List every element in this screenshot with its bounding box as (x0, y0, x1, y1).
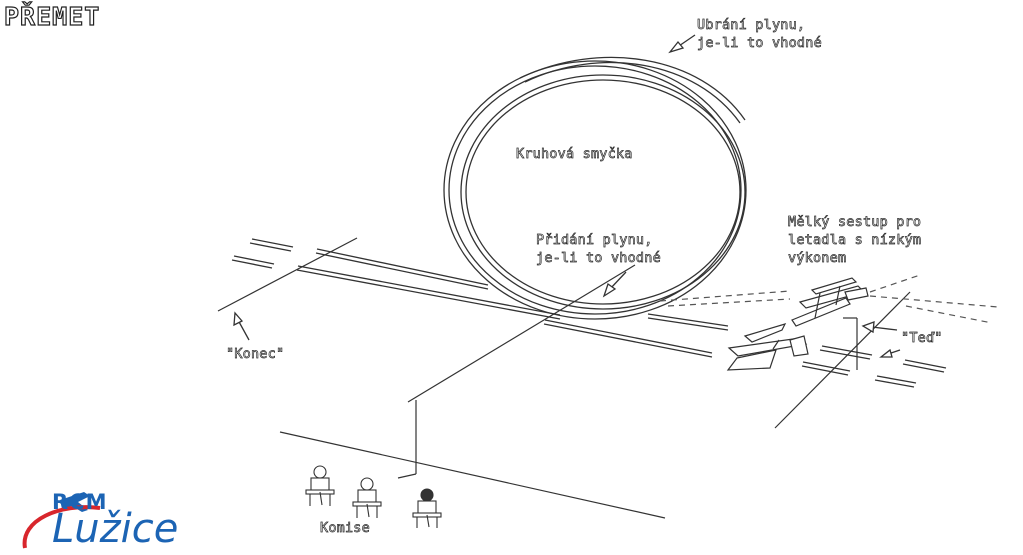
center-ground-line (407, 264, 636, 403)
flight-path (231, 238, 947, 388)
end-marker-line (217, 237, 358, 312)
label-shallow-descent-line2: letadla s nízkým (788, 232, 922, 249)
label-shallow-descent: Mělký sestup pro letadla s nízkým výkone… (788, 213, 922, 267)
arrow-add-throttle (602, 271, 627, 298)
loop-inner (460, 74, 746, 310)
descent-lines (659, 274, 999, 324)
loop-path (443, 56, 747, 320)
label-now: "Teď" (901, 330, 943, 347)
judge-1 (305, 465, 335, 506)
label-shallow-descent-line1: Mělký sestup pro (788, 214, 922, 231)
label-add-throttle-line1: Přidání plynu, (536, 232, 653, 249)
arrow-now-2 (879, 348, 901, 358)
label-add-throttle: Přidání plynu, je-li to vhodné (536, 231, 661, 267)
arrows (233, 34, 901, 358)
judge-2 (352, 477, 382, 518)
label-loop: Kruhová smyčka (516, 146, 633, 163)
ground-lines (217, 237, 911, 519)
loop-outer (443, 60, 747, 320)
arrow-now (861, 321, 898, 334)
label-reduce-throttle: Ubrání plynu, je-li to vhodné (697, 16, 822, 52)
diagram-title: PŘEMET (3, 1, 101, 31)
now-marker-line (774, 291, 911, 429)
logo-rcm: RCM (52, 490, 108, 514)
judges-ground-line (279, 431, 666, 519)
monoplane-icon (726, 323, 809, 371)
label-add-throttle-line2: je-li to vhodné (536, 250, 661, 267)
judge-3 (412, 488, 442, 528)
biplane-icon (791, 277, 869, 327)
label-end: "Konec" (226, 346, 285, 363)
label-shallow-descent-line3: výkonem (788, 250, 847, 267)
logo-luzice: Lužice (52, 506, 179, 552)
logo-swoosh (22, 505, 101, 549)
judges-icon (305, 465, 442, 528)
label-reduce-throttle-line1: Ubrání plynu, (697, 17, 806, 34)
label-judges: Komise (320, 520, 370, 537)
rcm-logo-graphic (22, 492, 101, 549)
arrow-reduce-throttle (668, 34, 696, 54)
arrow-end (233, 311, 250, 341)
label-reduce-throttle-line2: je-li to vhodné (697, 35, 822, 52)
